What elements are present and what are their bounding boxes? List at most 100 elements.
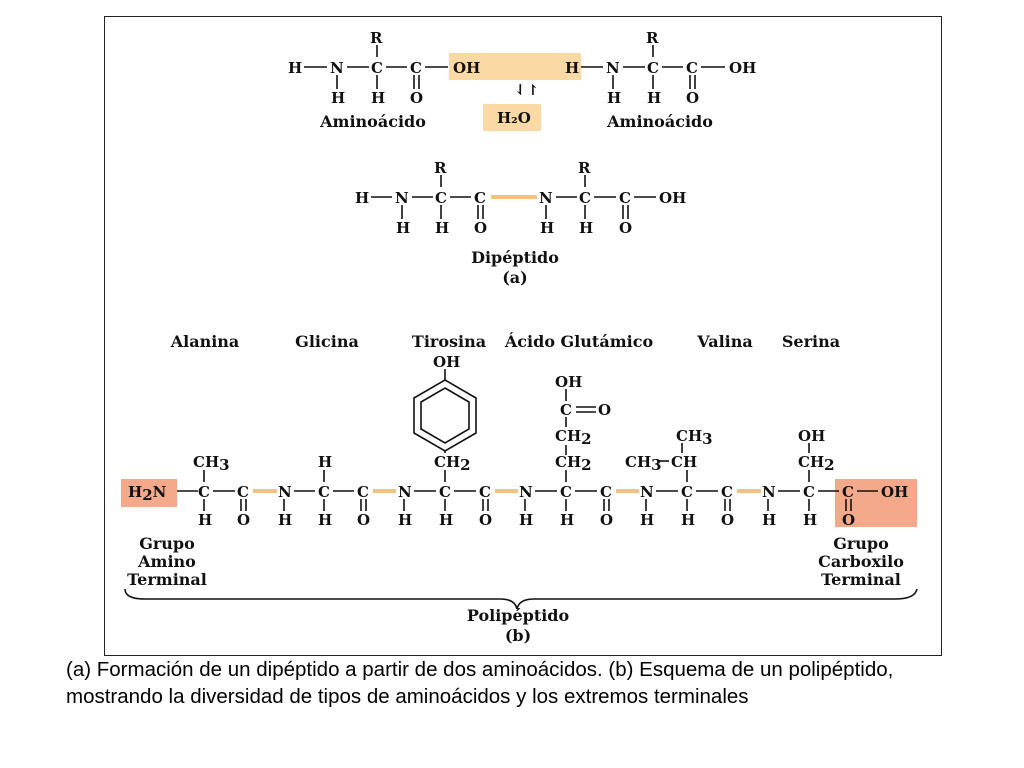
residue-label-tirosina: Tirosina [412, 332, 486, 351]
svg-text:C: C [479, 483, 491, 501]
carboxyl-terminal-line-1: Grupo [833, 534, 889, 553]
svg-text:OH: OH [881, 483, 908, 501]
svg-text:C: C [681, 483, 693, 501]
svg-text:H: H [565, 59, 579, 77]
svg-text:O: O [598, 401, 611, 419]
svg-text:C: C [474, 189, 486, 207]
svg-text:N: N [606, 59, 620, 77]
svg-text:CH3: CH3 [676, 427, 713, 448]
svg-text:C: C [318, 483, 330, 501]
svg-text:OH: OH [659, 189, 686, 207]
svg-text:R: R [370, 29, 383, 47]
svg-text:C: C [371, 59, 383, 77]
polypeptide-brace [124, 588, 918, 610]
oh-h-highlight [449, 53, 581, 80]
svg-text:O: O [410, 89, 423, 107]
svg-text:C: C [721, 483, 733, 501]
svg-text:C: C [560, 401, 572, 419]
svg-text:N: N [762, 483, 776, 501]
svg-text:H: H [640, 511, 654, 529]
svg-text:N: N [330, 59, 344, 77]
svg-text:C: C [198, 483, 210, 501]
svg-text:C: C [410, 59, 422, 77]
amino-acid-right-label: Aminoácido [606, 112, 713, 131]
svg-text:H: H [607, 89, 621, 107]
svg-text:C: C [647, 59, 659, 77]
svg-text:N: N [539, 189, 553, 207]
svg-text:H: H [439, 511, 453, 529]
svg-text:O: O [600, 511, 613, 529]
residue-label-glicina: Glicina [295, 332, 359, 351]
svg-text:N: N [640, 483, 654, 501]
svg-text:N: N [278, 483, 292, 501]
amino-acid-left: H N C C OH H H R O [288, 29, 480, 107]
residue-label-serina: Serina [782, 332, 840, 351]
svg-text:H: H [803, 511, 817, 529]
svg-text:H: H [435, 219, 449, 237]
carboxyl-terminal-highlight [835, 479, 917, 527]
residue-label-acido-glutamico: Ácido Glutámico [504, 331, 654, 351]
svg-text:H: H [396, 219, 410, 237]
svg-text:R: R [578, 159, 591, 177]
svg-text:O: O [357, 511, 370, 529]
svg-text:H: H [355, 189, 369, 207]
svg-text:H: H [278, 511, 292, 529]
svg-text:C: C [357, 483, 369, 501]
svg-text:O: O [721, 511, 734, 529]
svg-text:H: H [519, 511, 533, 529]
svg-text:CH3: CH3 [193, 453, 230, 474]
svg-text:N: N [398, 483, 412, 501]
svg-text:H2N: H2N [128, 483, 167, 504]
water-label: H₂O [497, 109, 531, 127]
svg-text:CH3: CH3 [625, 453, 662, 474]
svg-text:H: H [681, 511, 695, 529]
svg-text:H: H [331, 89, 345, 107]
svg-text:H: H [198, 511, 212, 529]
amino-acid-left-label: Aminoácido [319, 112, 426, 131]
amino-terminal-line-1: Grupo [139, 534, 195, 553]
svg-text:CH2: CH2 [798, 453, 835, 474]
svg-text:CH: CH [671, 453, 697, 471]
amino-terminal-highlight [121, 479, 177, 507]
svg-text:C: C [600, 483, 612, 501]
svg-text:O: O [686, 89, 699, 107]
svg-text:H: H [560, 511, 574, 529]
svg-text:H: H [371, 89, 385, 107]
peptide-diagram: H N C C OH H H R O H N C C OH H H R [121, 29, 918, 645]
dipeptide-structure: H N C C N C C OH H H R O H H R O [355, 159, 686, 237]
svg-text:CH2: CH2 [555, 427, 592, 448]
svg-text:N: N [519, 483, 533, 501]
figure-panel: H N C C OH H H R O H N C C OH H H R [104, 16, 942, 656]
dipeptide-label: Dipéptido [471, 248, 559, 267]
svg-text:C: C [560, 483, 572, 501]
residue-label-alanina: Alanina [170, 332, 240, 351]
residue-label-valina: Valina [696, 332, 752, 351]
polypeptide-backbone: H2N C C N C C N C C N C C N C C N C C [128, 353, 908, 529]
polypeptide-label: Polipéptido [467, 606, 570, 625]
svg-text:C: C [619, 189, 631, 207]
svg-text:R: R [646, 29, 659, 47]
svg-text:C: C [842, 483, 854, 501]
svg-text:H: H [579, 219, 593, 237]
svg-text:OH: OH [433, 353, 460, 371]
svg-text:C: C [435, 189, 447, 207]
svg-text:OH: OH [798, 427, 825, 445]
svg-text:H: H [762, 511, 776, 529]
svg-text:O: O [842, 511, 855, 529]
carboxyl-terminal-line-3: Terminal [821, 570, 901, 589]
svg-text:H: H [398, 511, 412, 529]
amino-terminal-line-3: Terminal [127, 570, 207, 589]
panel-b-label: (b) [505, 626, 531, 645]
svg-text:H: H [647, 89, 661, 107]
svg-text:C: C [579, 189, 591, 207]
svg-text:C: C [686, 59, 698, 77]
svg-text:CH2: CH2 [555, 453, 592, 474]
svg-text:O: O [237, 511, 250, 529]
svg-text:H: H [318, 511, 332, 529]
panel-a-label: (a) [502, 268, 528, 287]
svg-text:H: H [288, 59, 302, 77]
carboxyl-terminal-line-2: Carboxilo [818, 552, 904, 571]
amino-acid-right: H N C C OH H H R O [565, 29, 756, 107]
amino-terminal-line-2: Amino [137, 552, 196, 571]
water-highlight [483, 104, 541, 131]
